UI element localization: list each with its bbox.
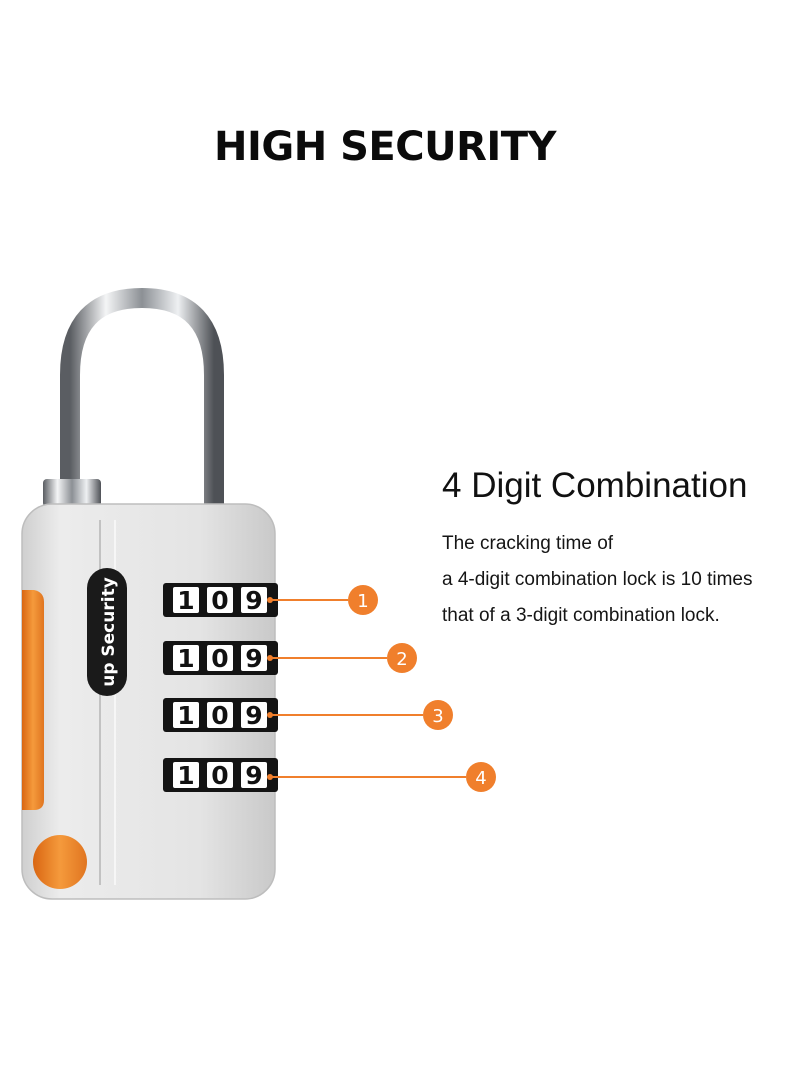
dial-digit: 0: [211, 644, 228, 673]
callout-4: 4: [267, 762, 496, 792]
brand-label: up Security: [99, 577, 119, 687]
dial-digit: 0: [211, 701, 228, 730]
feature-description-line: The cracking time of: [442, 533, 614, 554]
dial-digit: 1: [177, 761, 194, 790]
dial-window: [241, 645, 267, 671]
dial-window: [173, 645, 199, 671]
dial-digit: 9: [245, 586, 262, 615]
dial-window: [207, 645, 233, 671]
dial-window: [241, 587, 267, 613]
callout-number: 1: [357, 591, 368, 612]
feature-description: The cracking time of a 4-digit combinati…: [442, 526, 794, 634]
padlock-image: up Security 1 0 9 1 0 9 1 0 9 1 0 9: [21, 287, 496, 900]
dial-digit: 9: [245, 644, 262, 673]
dial-window: [173, 762, 199, 788]
dial-window: [173, 702, 199, 728]
dial-window: [241, 762, 267, 788]
dial-digit: 0: [211, 586, 228, 615]
dial-digit: 1: [177, 586, 194, 615]
brand-pill: [87, 568, 127, 696]
callout-marker: [423, 700, 453, 730]
callout-marker: [466, 762, 496, 792]
dial-row-1: 1 0 9: [163, 583, 278, 617]
headline: HIGH SECURITY: [214, 124, 557, 170]
callout-2: 2: [267, 643, 417, 673]
callout-1: 1: [267, 585, 378, 615]
dial-digit: 0: [211, 761, 228, 790]
dial-window: [241, 702, 267, 728]
callout-number: 4: [475, 768, 486, 789]
feature-description-line: that of a 3-digit combination lock.: [442, 605, 720, 626]
shackle-collar: [43, 479, 101, 507]
orange-release-button: [33, 835, 87, 889]
callout-3: 3: [267, 700, 453, 730]
callout-marker: [348, 585, 378, 615]
dial-digit: 9: [245, 701, 262, 730]
orange-side-accent: [22, 590, 44, 810]
callout-marker: [387, 643, 417, 673]
feature-title: 4 Digit Combination: [442, 466, 748, 505]
dial-digit: 1: [177, 644, 194, 673]
dial-row-2: 1 0 9: [163, 641, 278, 675]
dial-digit: 1: [177, 701, 194, 730]
dial-window: [173, 587, 199, 613]
shackle: [60, 287, 224, 505]
dial-digit: 9: [245, 761, 262, 790]
dial-row-4: 1 0 9: [163, 758, 278, 792]
dial-row-3: 1 0 9: [163, 698, 278, 732]
dial-window: [207, 587, 233, 613]
callout-number: 2: [396, 649, 407, 670]
feature-description-line: a 4-digit combination lock is 10 times: [442, 569, 753, 590]
callout-number: 3: [432, 706, 443, 727]
dial-window: [207, 702, 233, 728]
dial-window: [207, 762, 233, 788]
